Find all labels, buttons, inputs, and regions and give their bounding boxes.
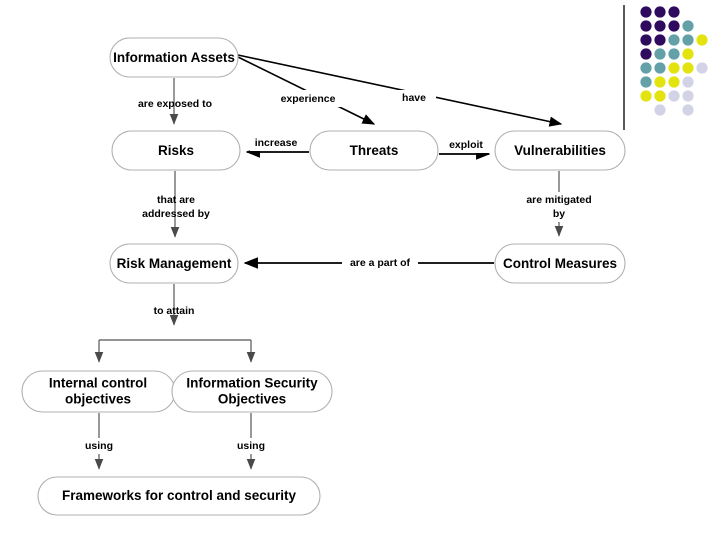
dot-grid-dot-teal [668, 48, 680, 60]
edge-label-have: have [402, 92, 426, 104]
dot-grid-dot-lavender [696, 62, 708, 74]
dot-grid-dot-teal [654, 48, 666, 60]
dot-grid-dot-teal [654, 62, 666, 74]
dot-grid-dot-purple [640, 6, 652, 18]
node-information-security-objectives[interactable]: Information Security Objectives [171, 370, 333, 413]
dot-grid-dot-purple [640, 34, 652, 46]
dot-grid-dot-purple [640, 48, 652, 60]
dot-grid-dot-purple [654, 34, 666, 46]
edge-label-that-are-addressed-by-line2: addressed by [142, 208, 210, 220]
edge-label-that-are-addressed-by-line1: that are [157, 194, 195, 206]
dot-grid-dot-yellow [682, 62, 694, 74]
edge-label-to-attain: to attain [154, 305, 195, 317]
node-control-measures[interactable]: Control Measures [494, 243, 626, 284]
edge-label-increase: increase [255, 137, 298, 149]
edge-label-bg-using-internal [79, 438, 121, 454]
edge-label-are-mitigated-by-line2: by [553, 208, 565, 220]
dot-grid-dot-lavender [668, 90, 680, 102]
node-shape-information-assets[interactable] [109, 37, 239, 78]
edge-label-are-mitigated-by-line1: are mitigated [526, 194, 591, 206]
edge-label-experience: experience [281, 93, 336, 105]
node-shape-frameworks[interactable] [37, 476, 321, 516]
edge-controls-part-of-risk-mgmt: are a part of [243, 255, 494, 271]
dot-grid-dot-teal [682, 20, 694, 32]
dot-grid-dot-teal [640, 76, 652, 88]
edges-layer: are exposed to experience have increase [79, 54, 608, 470]
dot-grid-dot-purple [654, 6, 666, 18]
dot-grid-dot-teal [640, 62, 652, 74]
node-information-assets[interactable]: Information Assets [109, 37, 239, 78]
node-label-vulnerabilities: Vulnerabilities [514, 143, 606, 158]
edge-label-using-security: using [237, 440, 265, 452]
edge-label-bg-are-mitigated-by [512, 192, 608, 222]
edge-security-objectives-using: using [231, 413, 273, 470]
edge-label-bg-experience [272, 90, 344, 107]
edge-label-using-internal: using [85, 440, 113, 452]
edge-label-bg-increase [250, 135, 303, 151]
dot-grid-dot-lavender [682, 76, 694, 88]
dot-grid-dot-lavender [654, 104, 666, 116]
dot-grid-dot-teal [668, 34, 680, 46]
dot-grid-dot-teal [682, 34, 694, 46]
dot-grid-dot-purple [654, 20, 666, 32]
dot-grid-dot-purple [640, 20, 652, 32]
node-label-internal-control-objectives-line2: objectives [65, 392, 131, 407]
node-risks[interactable]: Risks [111, 130, 241, 171]
dot-grid-dot-lavender [682, 104, 694, 116]
dot-grid-dot-yellow [696, 34, 708, 46]
edge-label-bg-have [392, 90, 436, 107]
edge-assets-experience-threats: experience [237, 56, 376, 125]
edge-threats-exploit-vulns: exploit [439, 137, 491, 160]
node-shape-vulnerabilities[interactable] [494, 130, 626, 171]
node-label-risks: Risks [158, 143, 194, 158]
edge-internal-objectives-using: using [79, 413, 121, 470]
node-shape-control-measures[interactable] [494, 243, 626, 284]
node-internal-control-objectives[interactable]: Internal control objectives [21, 370, 176, 413]
node-threats[interactable]: Threats [309, 130, 439, 171]
edge-label-bg-using-security [231, 438, 273, 454]
edge-label-bg-exploit [443, 137, 489, 153]
edge-label-are-exposed-to: are exposed to [138, 98, 212, 110]
node-frameworks[interactable]: Frameworks for control and security [37, 476, 321, 516]
edge-assets-to-risks: are exposed to [138, 78, 212, 125]
edge-risks-to-risk-management: that are addressed by [142, 171, 210, 238]
edge-label-are-a-part-of: are a part of [350, 257, 411, 269]
node-shape-information-security-objectives[interactable] [171, 370, 333, 413]
node-label-frameworks: Frameworks for control and security [62, 488, 297, 503]
dot-grid [640, 6, 708, 116]
node-label-risk-management: Risk Management [117, 256, 232, 271]
decoration-layer [623, 5, 708, 130]
node-label-information-security-objectives-line2: Objectives [218, 392, 286, 407]
edge-label-bg-are-a-part-of [342, 255, 418, 271]
dot-grid-dot-yellow [640, 90, 652, 102]
dot-grid-dot-purple [668, 6, 680, 18]
node-label-information-security-objectives-line1: Information Security [186, 376, 318, 391]
edge-risk-mgmt-to-attain: to attain [94, 284, 256, 363]
edge-threats-increase-risks: increase [245, 135, 309, 158]
node-shape-threats[interactable] [309, 130, 439, 171]
node-label-internal-control-objectives-line1: Internal control [49, 376, 147, 391]
dot-grid-dot-yellow [668, 62, 680, 74]
node-label-control-measures: Control Measures [503, 256, 617, 271]
node-label-threats: Threats [350, 143, 399, 158]
node-label-information-assets: Information Assets [113, 50, 235, 65]
edge-assets-have-vulnerabilities: have [237, 54, 563, 127]
dot-grid-dot-yellow [668, 76, 680, 88]
node-shape-risks[interactable] [111, 130, 241, 171]
nodes-layer: Information Assets Risks Threats Vulnera… [21, 37, 626, 516]
edge-vulns-mitigated-by-controls: are mitigated by [512, 171, 608, 237]
dot-grid-dot-yellow [682, 48, 694, 60]
node-vulnerabilities[interactable]: Vulnerabilities [494, 130, 626, 171]
edge-line-have [237, 54, 563, 127]
dot-grid-dot-yellow [654, 90, 666, 102]
edge-label-exploit: exploit [449, 139, 483, 151]
node-risk-management[interactable]: Risk Management [109, 243, 239, 284]
node-shape-risk-management[interactable] [109, 243, 239, 284]
dot-grid-dot-purple [668, 20, 680, 32]
dot-grid-dot-lavender [682, 90, 694, 102]
dot-grid-dot-yellow [654, 76, 666, 88]
